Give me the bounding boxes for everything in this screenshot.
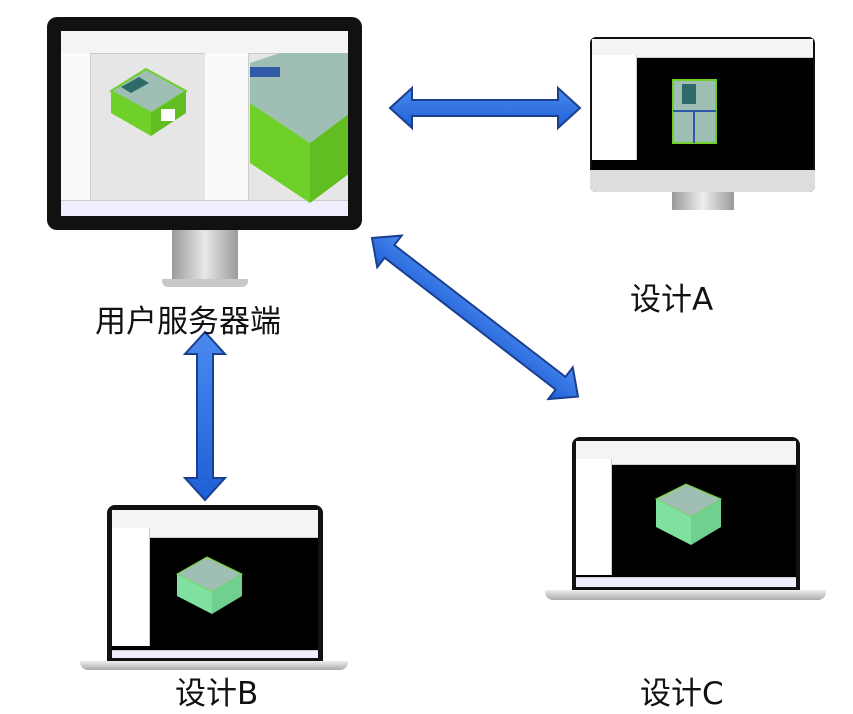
server-label: 用户服务器端 [95,304,281,340]
arrow-server-design-a [388,85,582,131]
design-b-label: 设计B [175,676,259,712]
design-a-monitor [590,37,815,210]
building-zoomed-icon [249,53,348,203]
design-c-label: 设计C [640,676,724,712]
design-c-laptop [545,437,826,600]
building-plan-icon [672,79,717,144]
building-model-icon [109,67,188,136]
building-model-icon [654,483,723,545]
server-monitor [47,17,362,287]
server-screen [61,31,348,216]
design-b-laptop [80,505,348,670]
design-a-label: 设计A [630,282,714,318]
arrow-server-design-b [182,330,228,502]
building-model-icon [175,556,244,614]
arrow-server-design-c [370,234,580,401]
